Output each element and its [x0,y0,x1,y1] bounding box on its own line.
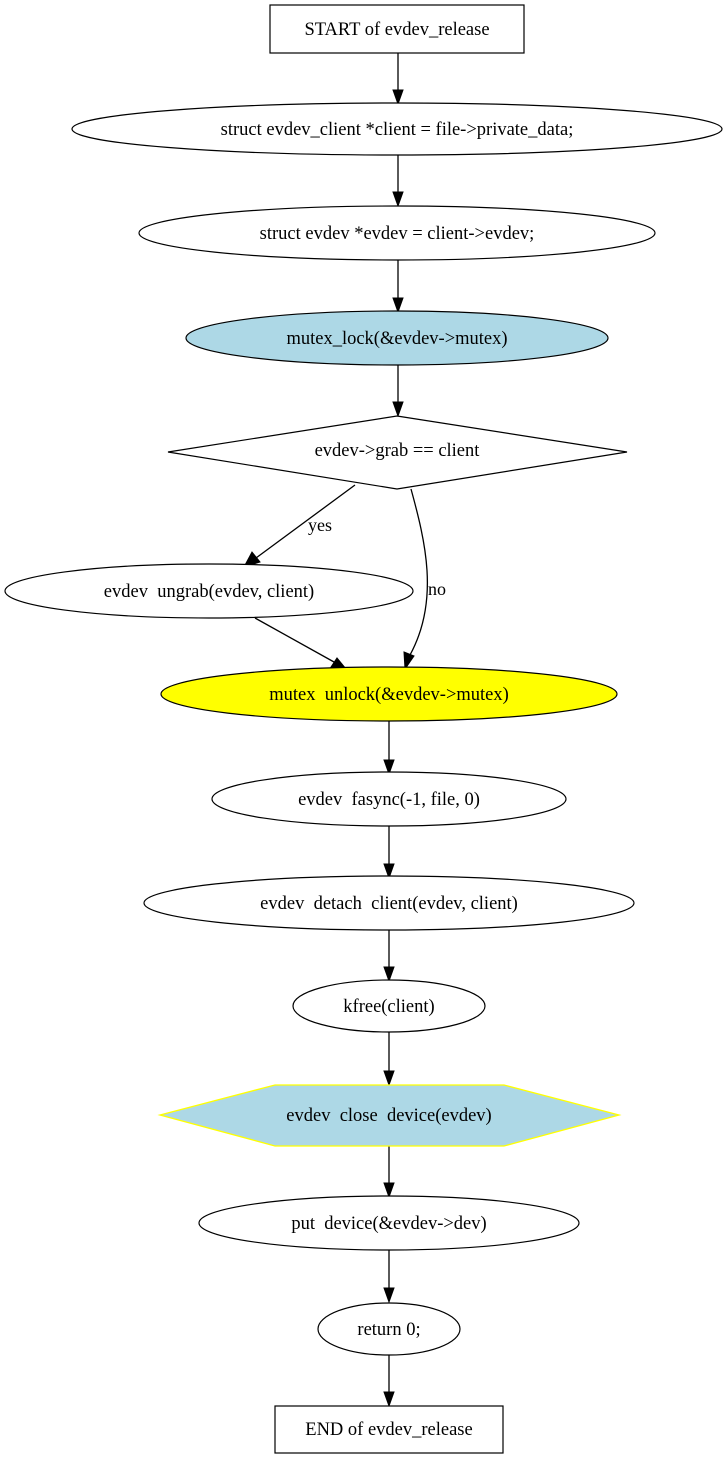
edge-n2-to-n3 [392,260,404,314]
node-close-device: evdev close device(evdev) [157,1084,622,1147]
node-mutex-lock-label: mutex_lock(&evdev->mutex) [286,329,507,349]
node-end-label: END of evdev_release [305,1420,472,1440]
edge-n11-to-n12 [383,1250,395,1304]
edge-n5-to-n6 [254,617,348,670]
edge-start-to-n1 [392,53,404,106]
edge-n8-to-n9 [383,930,395,983]
edge-n3-to-n4 [392,365,404,418]
edges: yes no [242,53,446,1408]
node-return: return 0; [317,1302,461,1356]
edge-n12-to-end [383,1355,395,1408]
node-kfree-label: kfree(client) [343,997,434,1017]
node-client-assign: struct evdev_client *client = file->priv… [71,102,723,156]
node-grab-decision: evdev->grab == client [167,415,628,490]
node-close-device-label: evdev close device(evdev) [286,1106,491,1126]
edge-n7-to-n8 [383,826,395,880]
node-fasync-label: evdev fasync(-1, file, 0) [298,790,480,810]
node-put-device-label: put device(&evdev->dev) [291,1214,486,1234]
edge-label-no: no [428,579,446,599]
edge-n4-to-n6-no: no [403,488,446,671]
node-client-assign-label: struct evdev_client *client = file->priv… [221,120,574,140]
edge-n4-to-n5-yes: yes [242,484,356,568]
node-ungrab-label: evdev ungrab(evdev, client) [104,582,314,602]
node-grab-decision-label: evdev->grab == client [315,441,481,461]
node-start-label: START of evdev_release [304,20,489,40]
edge-n9-to-n10 [383,1032,395,1087]
edge-label-yes: yes [308,515,332,535]
node-put-device: put device(&evdev->dev) [198,1195,580,1251]
node-mutex-lock: mutex_lock(&evdev->mutex) [185,310,609,366]
nodes: START of evdev_release struct evdev_clie… [4,4,723,1454]
node-start: START of evdev_release [269,4,525,54]
node-fasync: evdev fasync(-1, file, 0) [211,771,567,827]
node-detach-client-label: evdev detach client(evdev, client) [260,894,518,914]
node-evdev-assign-label: struct evdev *evdev = client->evdev; [260,224,535,244]
node-evdev-assign: struct evdev *evdev = client->evdev; [138,205,656,261]
node-detach-client: evdev detach client(evdev, client) [143,875,635,931]
node-end: END of evdev_release [274,1405,504,1454]
node-mutex-unlock: mutex unlock(&evdev->mutex) [160,666,618,722]
node-kfree: kfree(client) [292,979,486,1033]
node-mutex-unlock-label: mutex unlock(&evdev->mutex) [269,685,509,705]
edge-n1-to-n2 [392,155,404,208]
node-return-label: return 0; [357,1320,420,1340]
edge-n6-to-n7 [383,721,395,776]
node-ungrab: evdev ungrab(evdev, client) [4,563,414,619]
edge-n10-to-n11 [383,1146,395,1199]
